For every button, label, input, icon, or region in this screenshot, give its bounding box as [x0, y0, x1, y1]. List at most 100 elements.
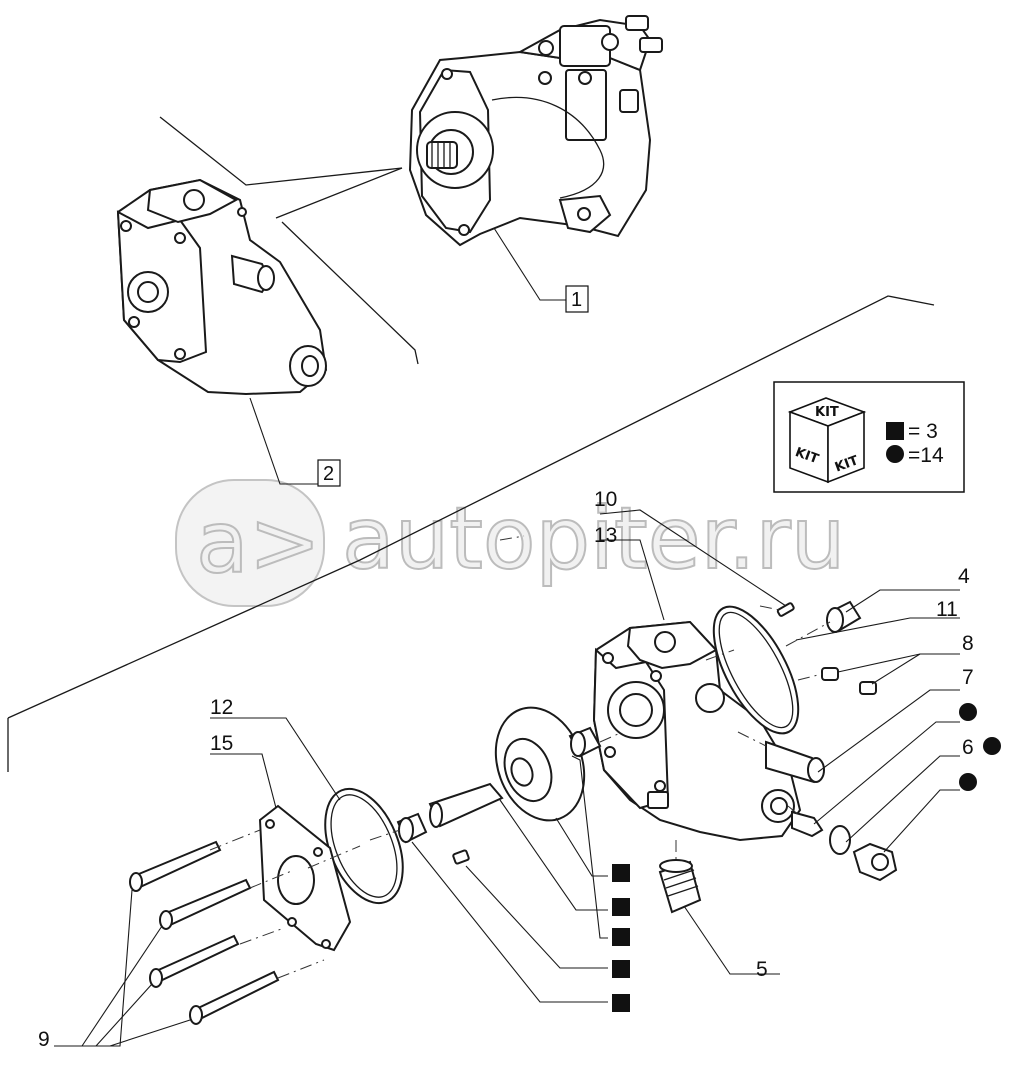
flange-bolt — [458, 224, 470, 236]
main-pump-assembly — [408, 15, 663, 247]
axis-line — [277, 959, 325, 979]
callout-12: 12 — [210, 696, 233, 719]
leader-sq1 — [555, 817, 608, 877]
bolt-9a-head — [129, 872, 143, 892]
dowel-pin-10 — [776, 602, 795, 617]
kit-square-marker — [612, 994, 630, 1012]
bolt-9d-head — [189, 1005, 203, 1025]
shaft-key — [452, 849, 470, 865]
gear-pump-body-center — [592, 620, 802, 842]
plug-6-hex — [871, 853, 889, 871]
callout-15: 15 — [210, 732, 233, 755]
legend-square-text: = 3 — [908, 420, 938, 443]
cover-bolt — [120, 220, 132, 232]
plugs-8 — [821, 667, 877, 695]
cover-bolt — [174, 348, 186, 360]
center-bottom-lug — [647, 791, 669, 809]
valve-port — [538, 71, 552, 85]
kit-circle-marker — [983, 737, 1001, 755]
leader-12 — [210, 717, 341, 801]
leader-11 — [795, 617, 960, 641]
o-ring-11 — [712, 605, 800, 735]
center-flange-bolt — [654, 780, 666, 792]
guide-line-upper-mid — [275, 167, 403, 219]
callout-7: 7 — [962, 666, 974, 689]
bushing-4-face — [826, 607, 844, 633]
gear-set — [396, 706, 602, 865]
strainer-thread — [665, 877, 697, 889]
axis-line — [759, 605, 781, 611]
pump-body-contour — [491, 96, 605, 199]
end-cover-bore — [277, 855, 315, 905]
leader-sq3 — [571, 755, 608, 939]
axis-line — [705, 649, 735, 661]
guide-line-long-diagonal — [7, 295, 935, 719]
bottom-port-bolt — [577, 207, 591, 221]
legend-circle-text: =14 — [908, 444, 944, 467]
axis-line — [787, 805, 801, 817]
valve-port — [578, 71, 592, 85]
valve-fitting — [639, 37, 663, 53]
axis-line — [307, 845, 361, 869]
leader-10 — [599, 509, 787, 607]
end-cover-bolt-hole — [265, 819, 275, 829]
relief-valve-7 — [765, 740, 825, 784]
callout-2: 2 — [323, 463, 334, 485]
end-cover-15 — [258, 804, 352, 952]
bolts-9 — [129, 840, 280, 1025]
callout-2-box — [317, 459, 341, 487]
guide-lines — [7, 116, 935, 772]
cover-bolt — [128, 316, 140, 328]
leader-2 — [249, 397, 318, 485]
check-valve-6 — [791, 810, 824, 838]
cover-boss-inner — [137, 281, 159, 303]
valve-parts-6 — [791, 810, 898, 882]
bolt-9c — [152, 934, 240, 984]
bolt-9b — [162, 878, 252, 928]
plug-8b — [859, 681, 877, 695]
callout-9: 9 — [38, 1028, 50, 1051]
callout-1: 1 — [571, 289, 582, 311]
valve-port — [538, 40, 554, 56]
leader-8b — [871, 653, 921, 685]
leader-8a — [837, 653, 960, 673]
watermark-logo-text: a> — [196, 493, 321, 593]
leader-1 — [493, 227, 566, 301]
gear-bushing-face — [570, 731, 586, 757]
end-cover-bolt-hole — [313, 847, 323, 857]
axis-line — [797, 673, 823, 681]
gear-pump-upper — [116, 178, 328, 396]
drive-gear-bore — [510, 757, 534, 787]
kit-square-markers — [612, 864, 630, 1012]
leader-9c — [95, 983, 153, 1047]
kit-square-marker — [612, 928, 630, 946]
flange-bolt — [441, 68, 453, 80]
bolt-9c-head — [149, 968, 163, 988]
top-flange-bolt — [237, 207, 247, 217]
relief-valve-end — [807, 757, 825, 783]
valve-port — [601, 33, 619, 51]
drive-shaft-end — [429, 802, 443, 828]
leader-sq5 — [411, 841, 608, 1003]
valve-fitting — [625, 15, 649, 31]
assembly-axes — [209, 535, 831, 979]
cover-bolt — [174, 232, 186, 244]
callout-10: 10 — [594, 488, 617, 511]
gear-pump-outlet-bore — [301, 355, 319, 377]
leader-7 — [817, 689, 960, 773]
bolt-9a — [132, 840, 222, 890]
guide-line-upper-down — [281, 221, 419, 365]
callout-8: 8 — [962, 632, 974, 655]
end-cover-bolt-hole — [321, 939, 331, 949]
axis-line — [249, 869, 295, 889]
center-flange-bolt — [650, 670, 662, 682]
legend-square-symbol — [886, 422, 904, 440]
axis-line — [737, 731, 767, 747]
center-flange-bolt — [604, 746, 616, 758]
legend-circle-symbol — [886, 445, 904, 463]
leader-9b — [81, 925, 163, 1047]
o-ring-11-inner — [718, 611, 794, 729]
shaft-bearing-face — [398, 817, 414, 843]
axis-line — [499, 535, 525, 541]
o-ring-12-inner — [330, 794, 398, 898]
